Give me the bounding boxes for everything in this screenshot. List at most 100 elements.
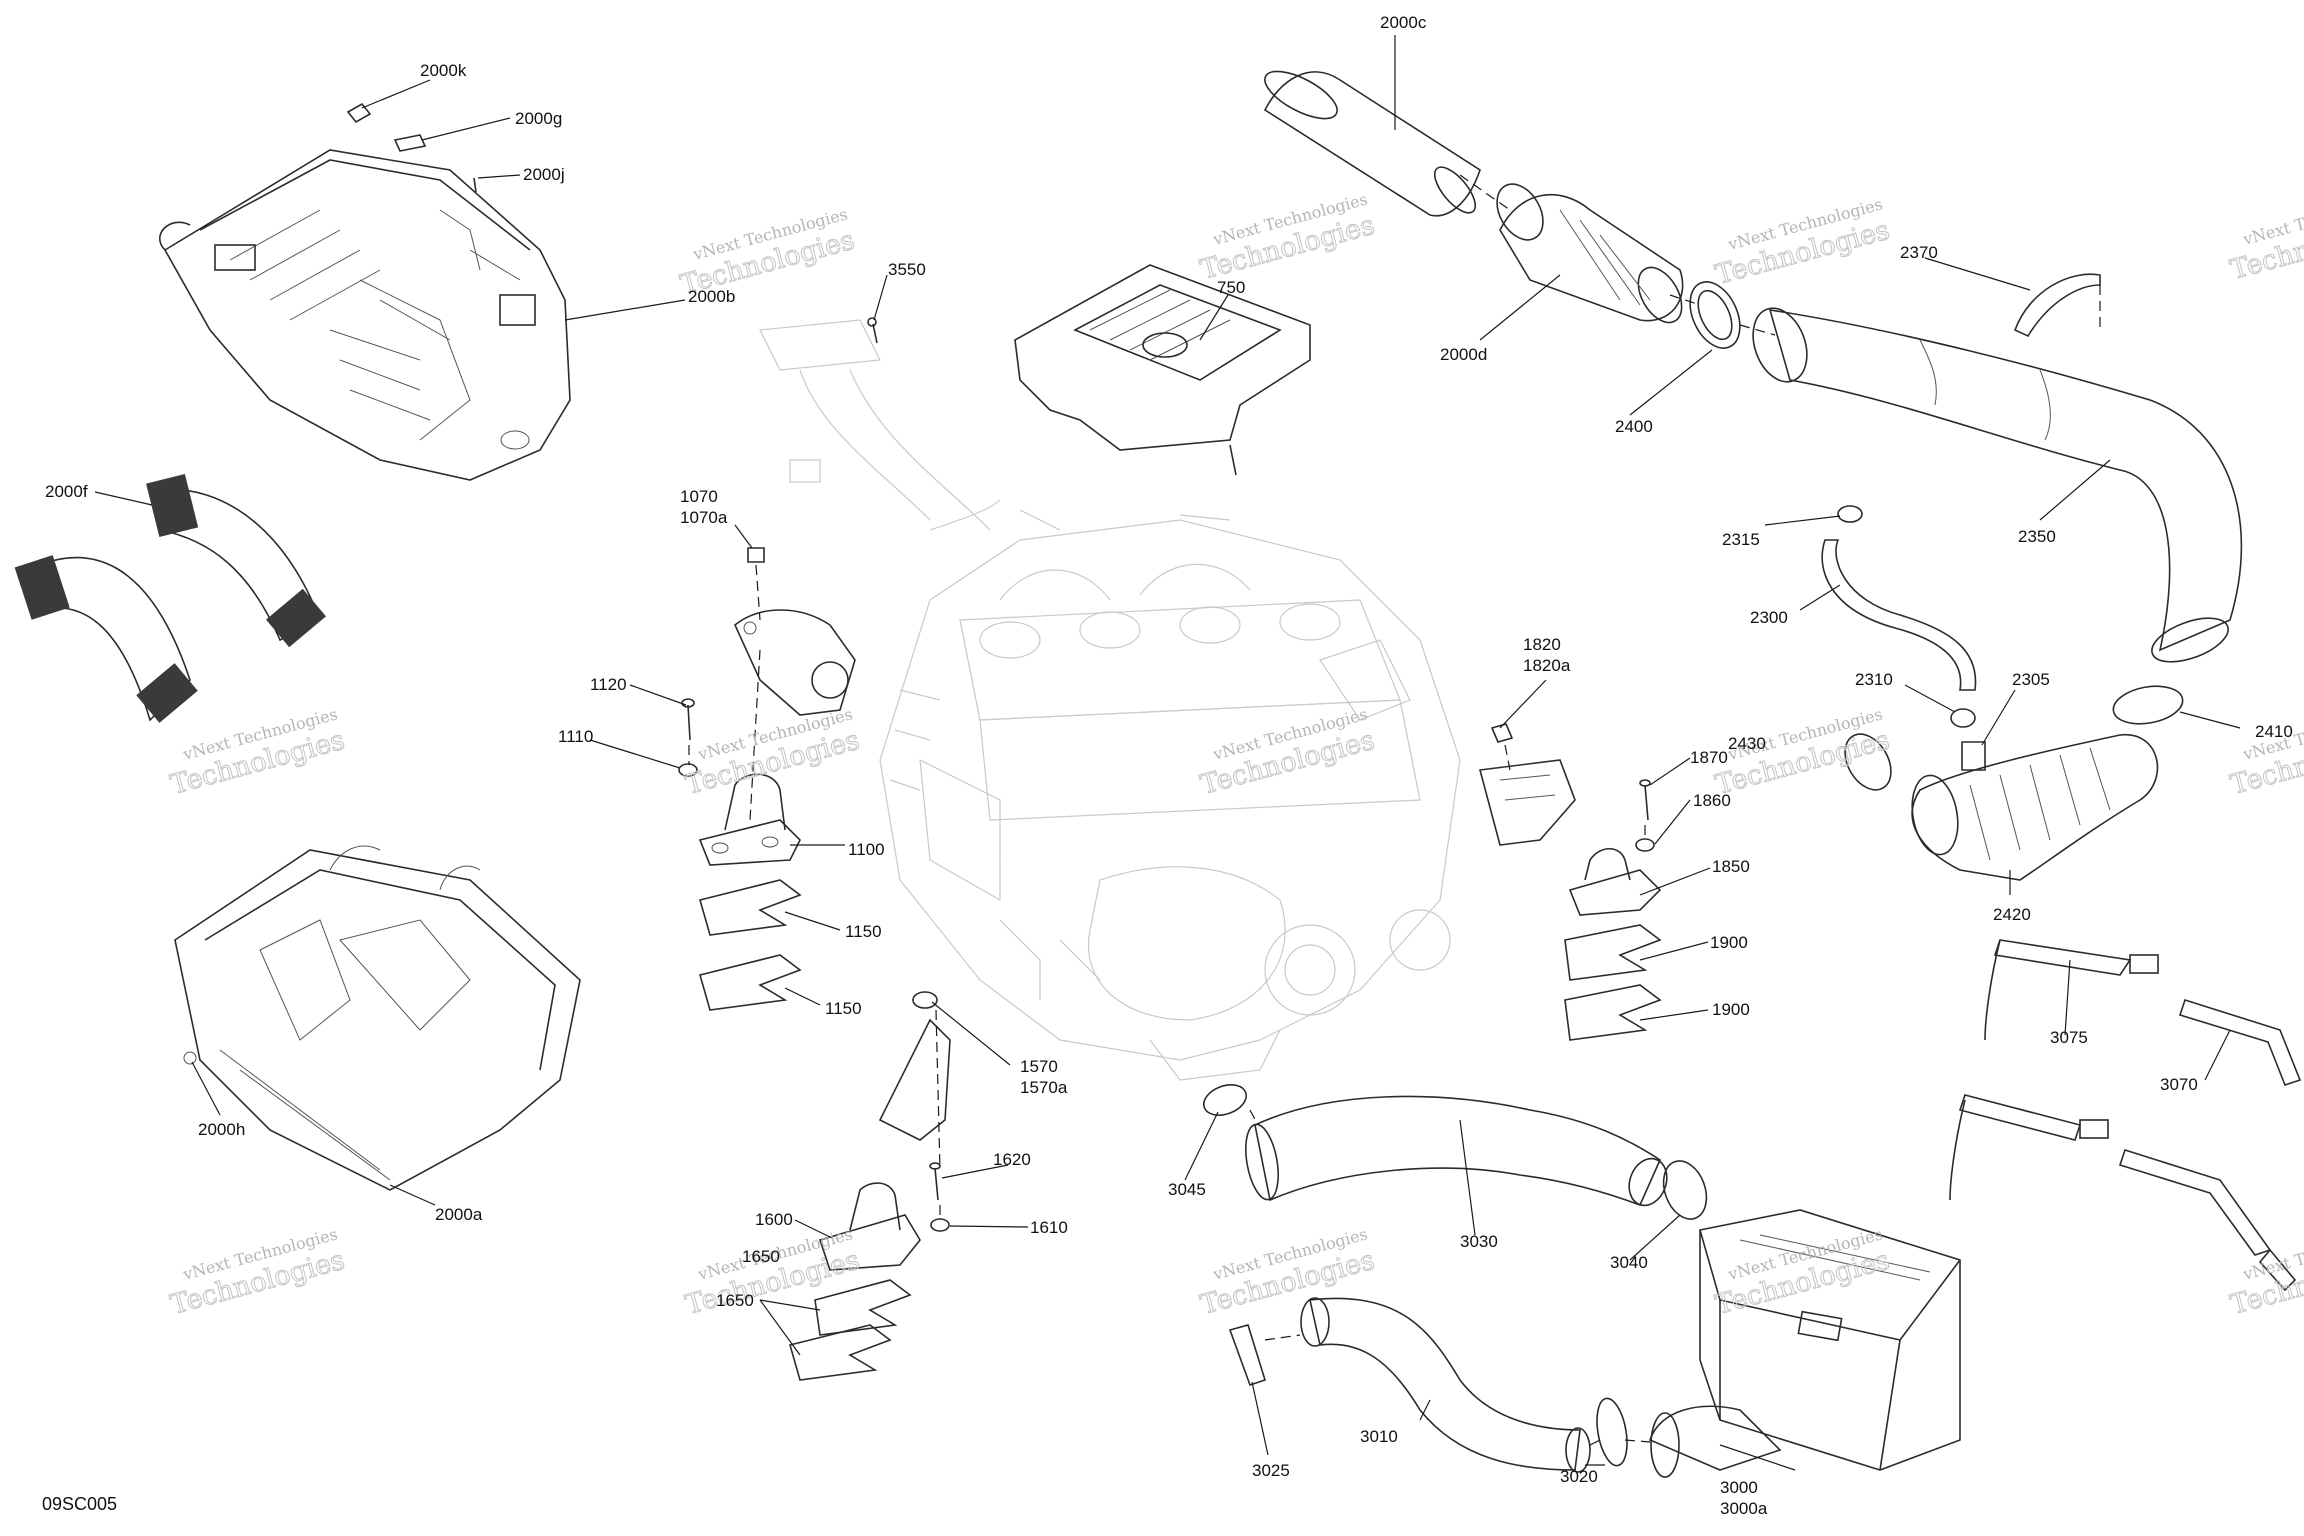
callout-2420: 2420 bbox=[1993, 905, 2031, 924]
callout-labels: 2000k 2000g 2000j 2000b 2000f 2000h 2000… bbox=[45, 13, 2293, 1518]
callout-3025: 3025 bbox=[1252, 1461, 1290, 1480]
callout-1150-b: 1150 bbox=[825, 999, 862, 1018]
hose-3010 bbox=[1300, 1297, 1591, 1473]
callout-2000k: 2000k bbox=[420, 61, 467, 80]
shim-1650-b bbox=[789, 1324, 892, 1381]
callout-2000j: 2000j bbox=[523, 165, 565, 184]
callout-2000d: 2000d bbox=[1440, 345, 1487, 364]
strap-3070 bbox=[2118, 999, 2302, 1292]
callout-1650-b: 1650 bbox=[716, 1291, 754, 1310]
strap-3075 bbox=[1949, 939, 2159, 1201]
bolt-1120 bbox=[681, 698, 695, 741]
callout-2300: 2300 bbox=[1750, 608, 1788, 627]
clamp-2310 bbox=[1950, 708, 1976, 728]
callout-2305: 2305 bbox=[2012, 670, 2050, 689]
washer-1110 bbox=[678, 763, 698, 777]
callout-1570: 1570 bbox=[1020, 1057, 1058, 1076]
callout-750: 750 bbox=[1217, 278, 1245, 297]
callout-1120: 1120 bbox=[590, 675, 627, 694]
diagram-reference-code: 09SC005 bbox=[42, 1494, 117, 1514]
callout-2400: 2400 bbox=[1615, 417, 1653, 436]
callout-1900-b: 1900 bbox=[1712, 1000, 1750, 1019]
clamp-3045 bbox=[1202, 1084, 1248, 1116]
callout-3550: 3550 bbox=[888, 260, 926, 279]
callout-1600: 1600 bbox=[755, 1210, 793, 1229]
clamp-2410 bbox=[2112, 685, 2184, 725]
bolt-1620 bbox=[929, 1162, 941, 1201]
intake-hose-2350 bbox=[1752, 307, 2243, 663]
shim-1900-b bbox=[1564, 984, 1662, 1041]
mount-1100 bbox=[698, 773, 801, 866]
callout-1820: 1820 bbox=[1523, 635, 1561, 654]
callout-1870: 1870 bbox=[1690, 748, 1728, 767]
mount-1600 bbox=[818, 1182, 921, 1271]
callout-1070: 1070 bbox=[680, 487, 718, 506]
callout-2000b: 2000b bbox=[688, 287, 735, 306]
bolt-1820 bbox=[1490, 723, 1514, 743]
bolt-1870 bbox=[1639, 779, 1651, 821]
intercooler-3000 bbox=[1649, 1209, 1961, 1478]
clamp-3025 bbox=[1228, 1324, 1266, 1387]
bracket-1070 bbox=[734, 609, 856, 716]
callout-3000: 3000 bbox=[1720, 1478, 1758, 1497]
washer-1860 bbox=[1635, 838, 1655, 852]
intake-manifold-2000b bbox=[159, 149, 571, 481]
callout-1100: 1100 bbox=[848, 840, 885, 859]
air-tube-2000c bbox=[1263, 70, 1481, 217]
callout-1850: 1850 bbox=[1712, 857, 1750, 876]
callout-1620: 1620 bbox=[993, 1150, 1031, 1169]
mount-1850 bbox=[1568, 847, 1662, 916]
bracket-1570 bbox=[878, 991, 951, 1141]
shim-1900-a bbox=[1564, 924, 1662, 981]
callout-3040: 3040 bbox=[1610, 1253, 1648, 1272]
callout-2350: 2350 bbox=[2018, 527, 2056, 546]
fitting-2305 bbox=[1961, 741, 1986, 771]
callout-1110: 1110 bbox=[558, 727, 593, 746]
callout-3030: 3030 bbox=[1460, 1232, 1498, 1251]
callout-3045: 3045 bbox=[1168, 1180, 1206, 1199]
wiring-harness-ghost bbox=[759, 319, 991, 531]
bracket-1820 bbox=[1478, 759, 1576, 846]
breather-hose-2300 bbox=[1821, 505, 1977, 691]
callout-2410: 2410 bbox=[2255, 722, 2293, 741]
hose-2000f-right bbox=[146, 473, 326, 648]
callout-1070a: 1070a bbox=[680, 508, 728, 527]
manifold-small-parts-2000kgj bbox=[346, 102, 477, 193]
assembly-lines bbox=[688, 174, 2101, 1446]
callout-1150-a: 1150 bbox=[845, 922, 882, 941]
leader-lines bbox=[94, 35, 2241, 1471]
engine-ghost-drawing bbox=[879, 499, 1461, 1081]
callout-2000h: 2000h bbox=[198, 1120, 245, 1139]
callout-1820a: 1820a bbox=[1523, 656, 1571, 675]
callout-1650-a: 1650 bbox=[742, 1247, 780, 1266]
callout-2000a: 2000a bbox=[435, 1205, 483, 1224]
clamp-2400 bbox=[1689, 281, 1741, 349]
callout-2370: 2370 bbox=[1900, 243, 1938, 262]
washer-1610 bbox=[930, 1218, 950, 1232]
callout-3070: 3070 bbox=[2160, 1075, 2198, 1094]
callout-3000a: 3000a bbox=[1720, 1499, 1768, 1518]
bolt-1070 bbox=[747, 547, 765, 563]
callout-1570a: 1570a bbox=[1020, 1078, 1068, 1097]
engine-cover-750 bbox=[1014, 264, 1311, 476]
callout-2000g: 2000g bbox=[515, 109, 562, 128]
callout-3020: 3020 bbox=[1560, 1467, 1598, 1486]
shim-1150-b bbox=[699, 954, 802, 1011]
callout-1610: 1610 bbox=[1030, 1218, 1068, 1237]
clamp-3040 bbox=[1662, 1160, 1708, 1220]
hose-3030 bbox=[1245, 1095, 1668, 1207]
callout-2315: 2315 bbox=[1722, 530, 1760, 549]
air-duct-2420 bbox=[1911, 734, 2159, 881]
clamp-3020 bbox=[1596, 1397, 1628, 1467]
throttle-body-2000d bbox=[1496, 183, 1684, 324]
callout-1860: 1860 bbox=[1693, 791, 1731, 810]
hose-2000f-left bbox=[14, 555, 198, 723]
callout-2000c: 2000c bbox=[1380, 13, 1427, 32]
callout-3075: 3075 bbox=[2050, 1028, 2088, 1047]
clamp-2430 bbox=[1844, 733, 1892, 791]
callout-2430: 2430 bbox=[1728, 734, 1766, 753]
shim-1150-a bbox=[699, 879, 802, 936]
callout-3010: 3010 bbox=[1360, 1427, 1398, 1446]
